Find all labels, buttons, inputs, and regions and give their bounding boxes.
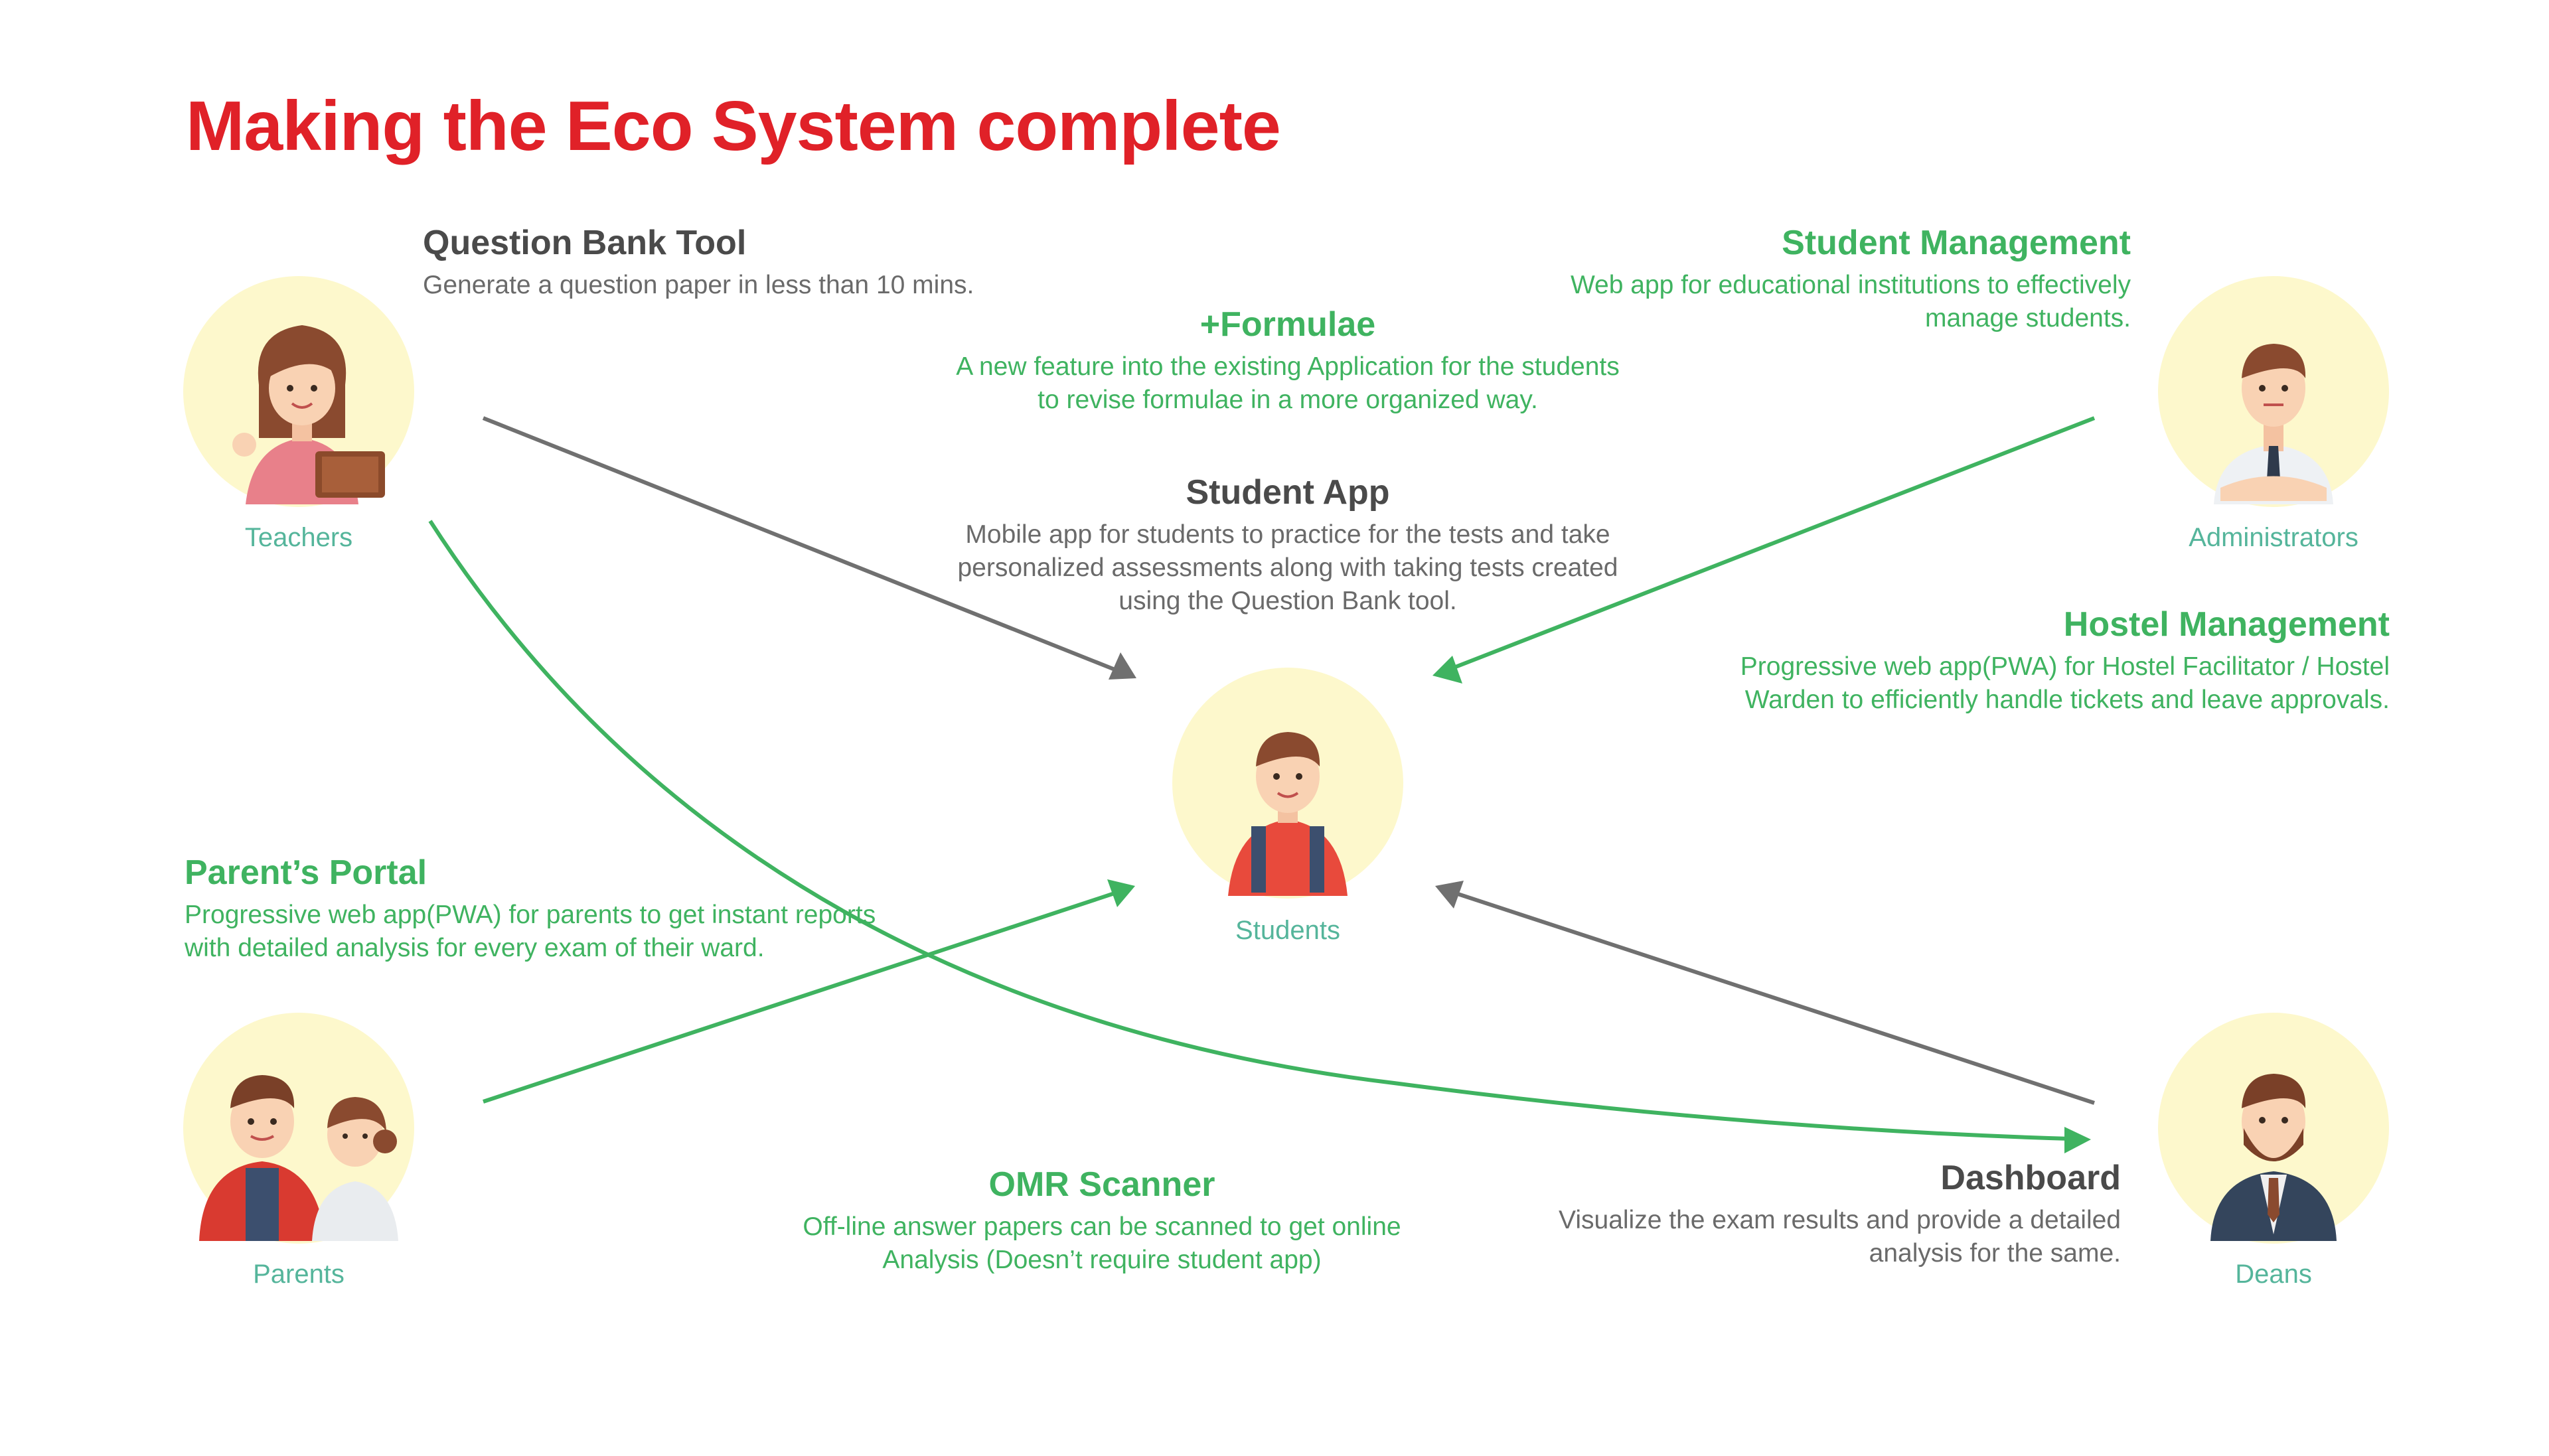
arrow-administrators-to-students xyxy=(1432,416,2096,684)
block-parents-portal: Parent’s Portal Progressive web app(PWA)… xyxy=(185,851,915,965)
student-management-desc: Web app for educational institutions to … xyxy=(1570,271,2131,332)
block-question-bank: Question Bank Tool Generate a question p… xyxy=(423,221,1087,302)
question-bank-desc: Generate a question paper in less than 1… xyxy=(423,271,974,299)
student-app-heading: Student App xyxy=(1186,473,1390,512)
block-omr-scanner: OMR Scanner Off-line answer papers can b… xyxy=(770,1163,1434,1277)
label-administrators: Administrators xyxy=(2189,523,2358,552)
parents-portal-desc: Progressive web app(PWA) for parents to … xyxy=(185,901,876,962)
student-app-desc: Mobile app for students to practice for … xyxy=(957,520,1618,615)
omr-scanner-desc: Off-line answer papers can be scanned to… xyxy=(803,1212,1401,1274)
formulae-heading: +Formulae xyxy=(1199,305,1376,344)
student-management-heading: Student Management xyxy=(1782,224,2131,262)
label-students: Students xyxy=(1235,916,1340,945)
question-bank-heading: Question Bank Tool xyxy=(423,224,747,262)
arrow-deans-to-students xyxy=(1435,881,2095,1105)
page-title: Making the Eco System complete xyxy=(186,87,1281,165)
label-teachers: Teachers xyxy=(244,523,353,552)
arrow-teachers-to-deans xyxy=(428,520,2091,1153)
administrator-avatar xyxy=(2158,276,2389,507)
block-dashboard: Dashboard Visualize the exam results and… xyxy=(1494,1156,2121,1270)
label-deans: Deans xyxy=(2235,1260,2312,1289)
formulae-desc: A new feature into the existing Applicat… xyxy=(956,352,1620,414)
dashboard-desc: Visualize the exam results and provide a… xyxy=(1559,1206,2121,1268)
label-parents: Parents xyxy=(253,1260,345,1289)
hostel-management-heading: Hostel Management xyxy=(2063,605,2390,644)
omr-scanner-heading: OMR Scanner xyxy=(988,1165,1215,1204)
block-formulae: +Formulae A new feature into the existin… xyxy=(949,303,1626,417)
parents-avatar xyxy=(183,1013,414,1244)
block-hostel-management: Hostel Management Progressive web app(PW… xyxy=(1673,603,2390,717)
block-student-app: Student App Mobile app for students to p… xyxy=(943,471,1633,618)
arrow-teachers-to-students xyxy=(482,416,1136,680)
hostel-management-desc: Progressive web app(PWA) for Hostel Faci… xyxy=(1740,652,2390,714)
parents-portal-heading: Parent’s Portal xyxy=(185,853,427,892)
arrow-parents-to-students xyxy=(483,879,1135,1104)
block-student-management: Student Management Web app for education… xyxy=(1500,221,2131,335)
dean-avatar xyxy=(2158,1013,2389,1244)
teacher-avatar xyxy=(183,276,414,507)
dashboard-heading: Dashboard xyxy=(1940,1159,2121,1197)
student-avatar xyxy=(1172,668,1403,899)
